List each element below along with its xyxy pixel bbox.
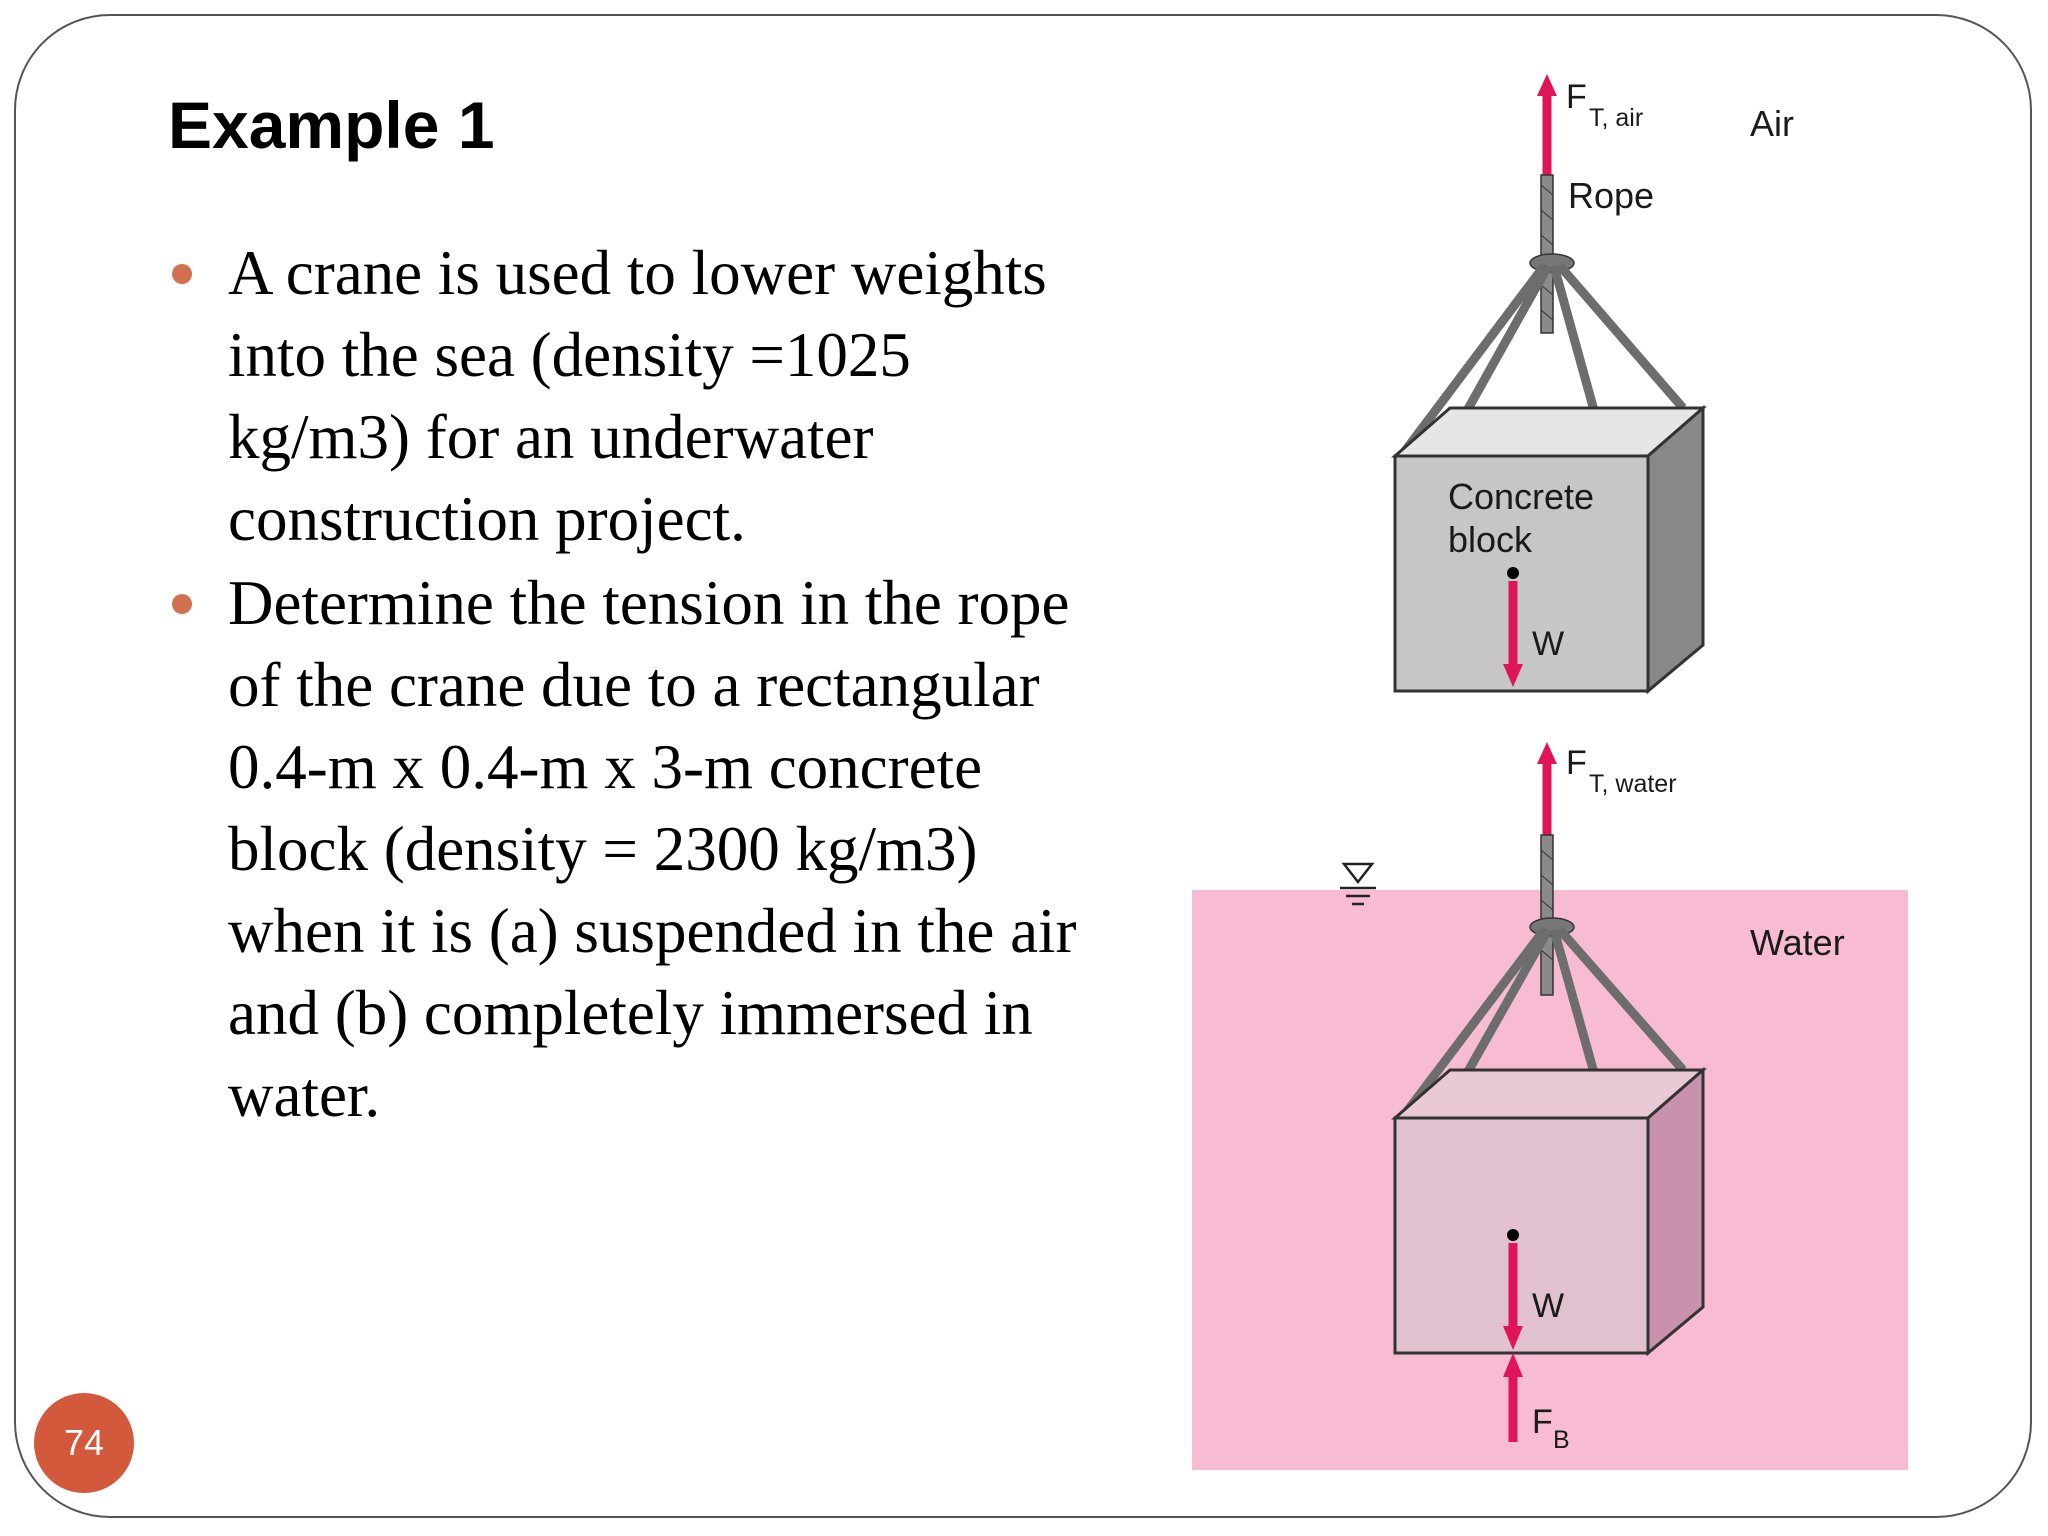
tension-label-water: F [1566,744,1587,782]
buoyancy-arrow-icon [1503,1353,1523,1442]
center-of-gravity-air-icon [1507,567,1519,579]
tension-subscript-air: T, air [1589,104,1643,132]
weight-arrow-water-icon [1503,1243,1523,1350]
rope-label: Rope [1568,175,1654,216]
bullet-dot-icon [172,594,192,614]
bullet-text: Determine the tension in the rope of the… [228,568,1077,1130]
weight-label-water: W [1532,1287,1564,1325]
page-number-badge: 74 [34,1393,134,1493]
weight-label-air: W [1532,625,1564,663]
free-surface-icon [1340,862,1376,906]
bullet-item: Determine the tension in the rope of the… [168,562,1098,1136]
tension-subscript-water: T, water [1589,770,1677,798]
bullet-list: A crane is used to lower weights into th… [168,232,1098,1138]
slide-title: Example 1 [168,88,495,162]
crane-diagram: F T, air Air Rope Concrete block [1192,74,1908,1470]
buoyancy-subscript: B [1553,1426,1570,1454]
bullet-dot-icon [172,264,192,284]
tension-arrow-water-icon [1537,742,1557,835]
air-scene: F T, air Air Rope Concrete block [1391,74,1794,695]
center-of-gravity-water-icon [1507,1229,1519,1241]
water-scene: F T, water Water W [1192,742,1908,1470]
bullet-text: A crane is used to lower weights into th… [228,238,1047,554]
concrete-block-air-icon [1391,404,1707,695]
bullet-item: A crane is used to lower weights into th… [168,232,1098,560]
buoyancy-label: F [1532,1403,1553,1441]
weight-arrow-air-icon [1503,581,1523,687]
tension-arrow-air-icon [1537,74,1557,175]
medium-label-water: Water [1750,922,1845,963]
block-label-line2: block [1448,519,1533,560]
block-label-line1: Concrete [1448,476,1594,517]
medium-label-air: Air [1750,103,1794,144]
concrete-block-water-icon [1391,1066,1707,1357]
tension-label-air: F [1566,78,1587,116]
